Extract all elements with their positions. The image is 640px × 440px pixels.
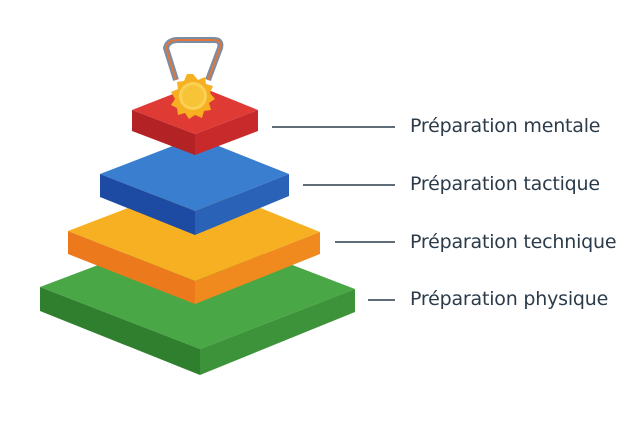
- label-physique: Préparation physique: [410, 288, 609, 310]
- label-tactique: Préparation tactique: [410, 173, 600, 195]
- level-tactique: [100, 137, 289, 235]
- label-mentale: Préparation mentale: [410, 115, 601, 137]
- label-technique: Préparation technique: [410, 231, 617, 253]
- medal-icon: [163, 37, 224, 119]
